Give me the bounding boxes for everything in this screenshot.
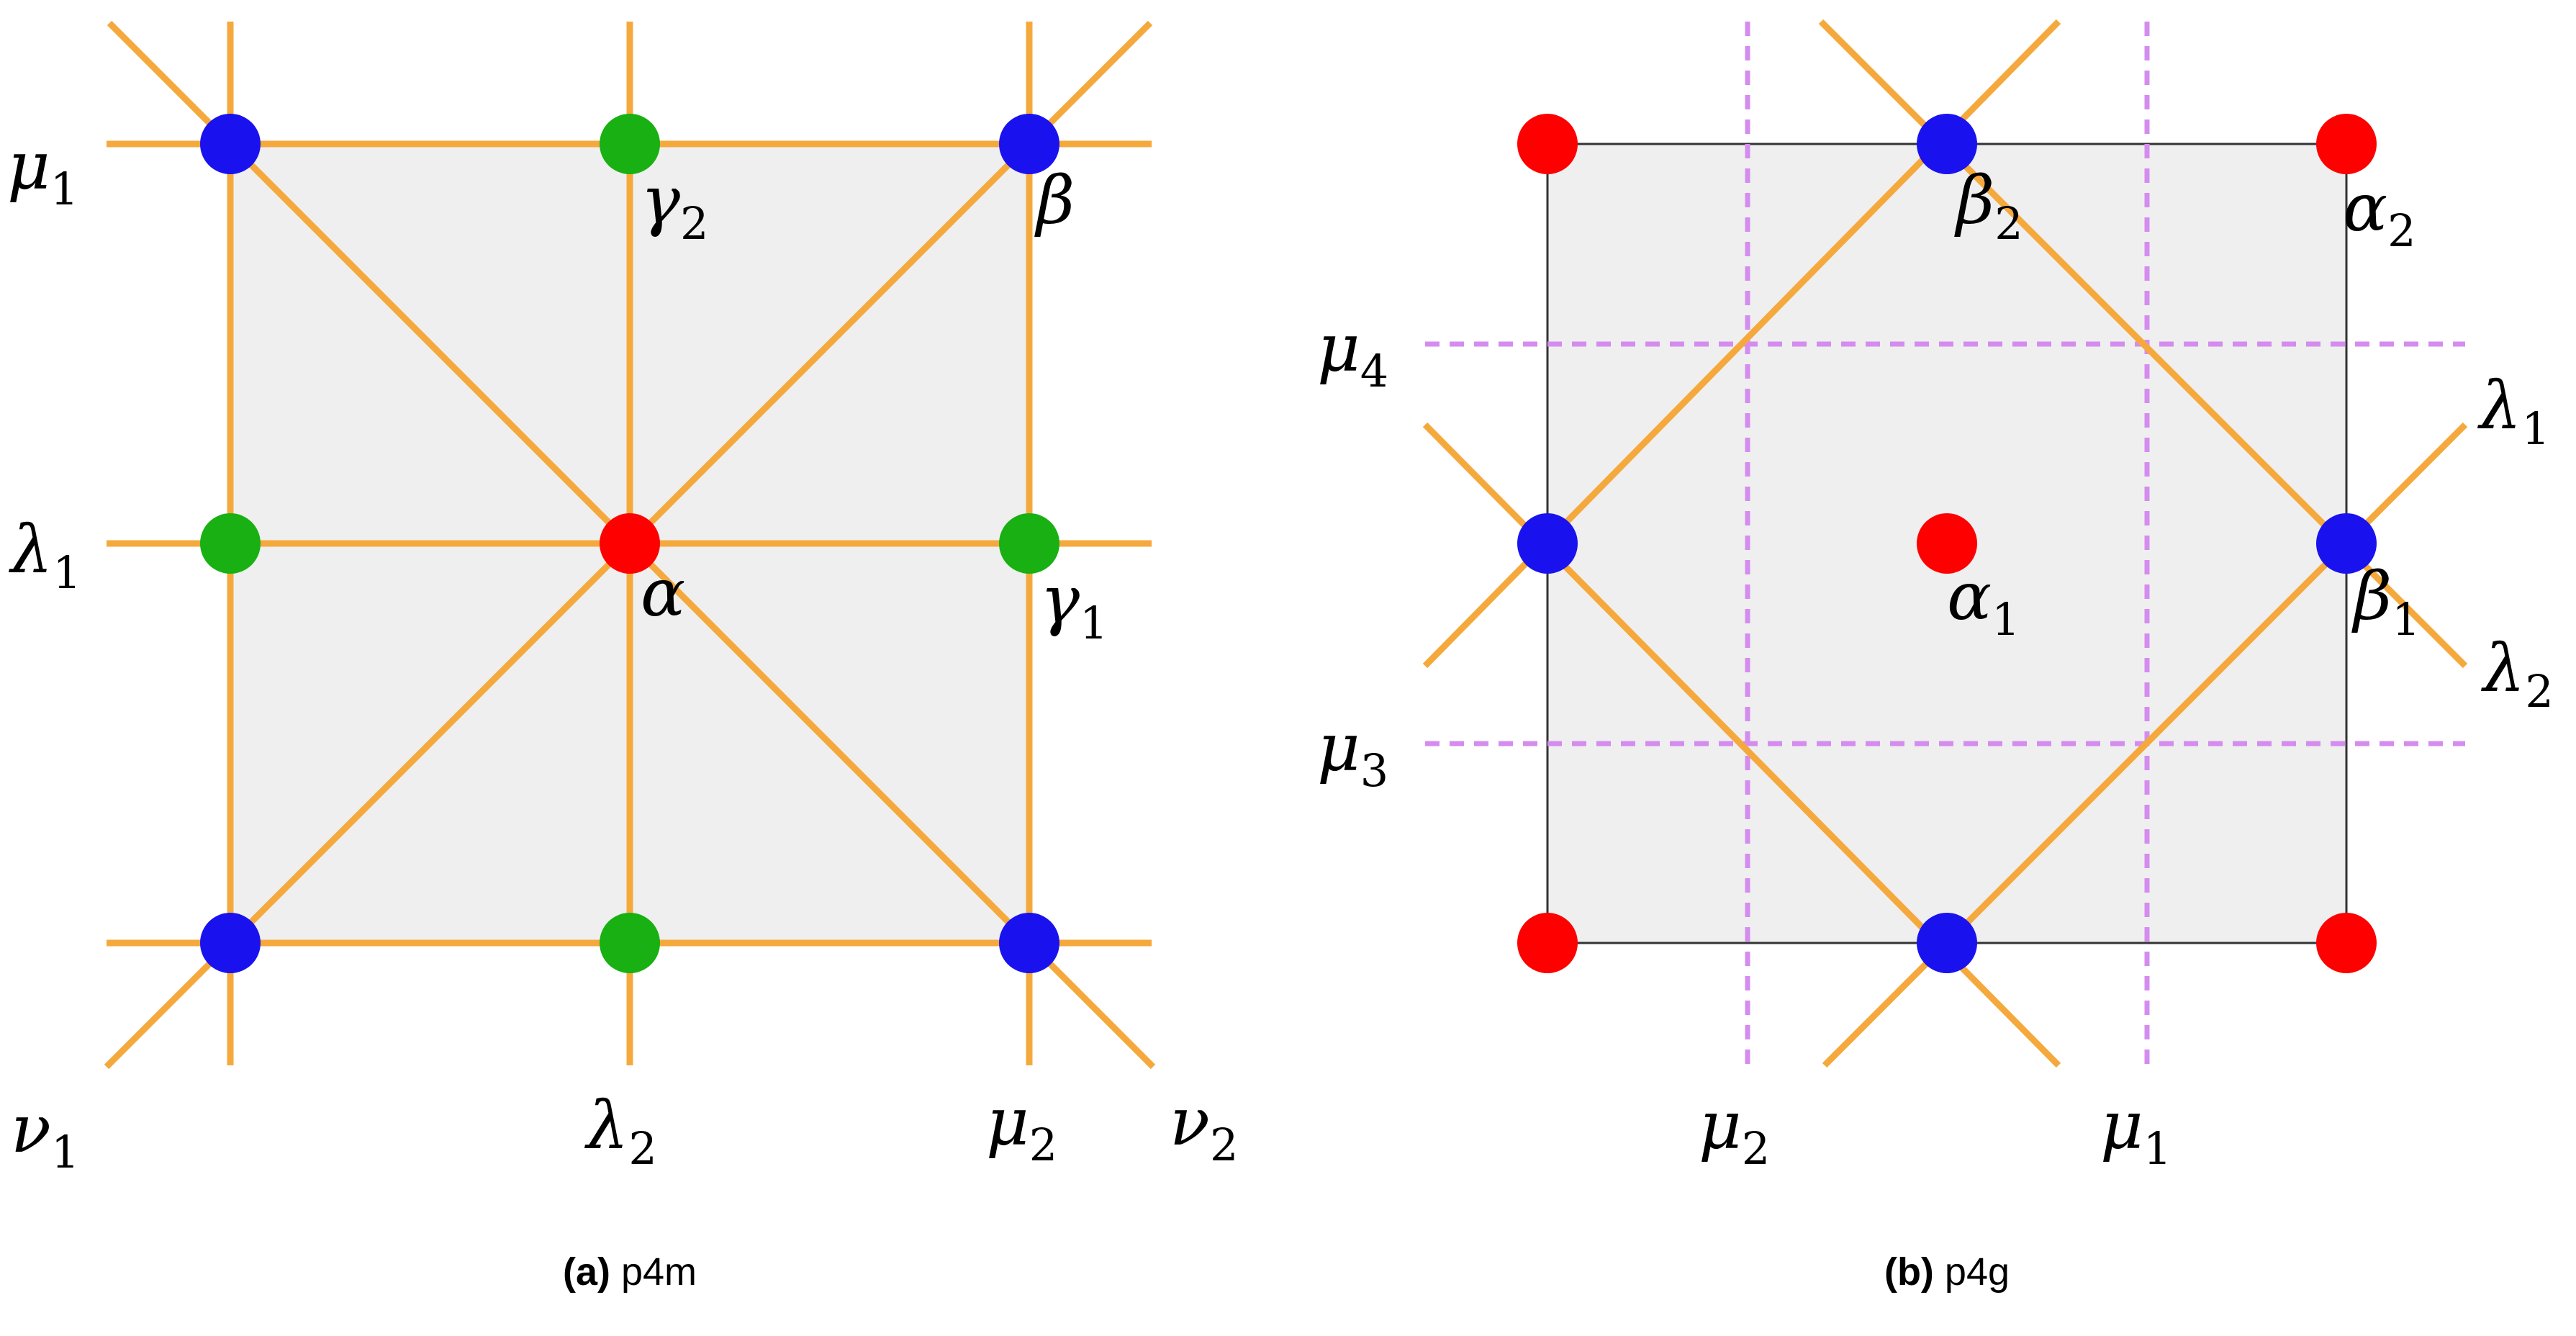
label-gamma2: γ2 xyxy=(641,162,708,250)
label-mu2: μ2 xyxy=(1699,1087,1770,1175)
panel-a-points xyxy=(200,114,1059,973)
label-lambda1: λ1 xyxy=(2477,367,2550,455)
panel-a-labels: μ1 λ1 ν1 λ2 μ2 ν2 γ2 β α γ1 xyxy=(7,127,1238,1178)
label-alpha2: α2 xyxy=(2343,169,2416,257)
panel-a-p4m: μ1 λ1 ν1 λ2 μ2 ν2 γ2 β α γ1 (a) p4m xyxy=(7,20,1238,1294)
beta2-point xyxy=(1917,913,1977,973)
label-gamma1: γ1 xyxy=(1040,561,1108,649)
label-beta: β xyxy=(1034,162,1075,239)
beta-point xyxy=(999,913,1059,973)
beta-point xyxy=(999,114,1059,174)
alpha2-point xyxy=(1517,114,1578,174)
beta-point xyxy=(200,913,261,973)
gamma2-point xyxy=(600,114,660,174)
beta1-point xyxy=(1517,513,1578,574)
alpha2-point xyxy=(2316,114,2377,174)
panel-b-caption: (b) p4g xyxy=(1884,1250,2010,1294)
gamma1-point xyxy=(200,513,261,574)
label-lambda2: λ2 xyxy=(2480,630,2554,718)
label-mu2: μ2 xyxy=(986,1083,1057,1171)
label-nu1: ν1 xyxy=(11,1091,79,1178)
panel-a-caption: (a) p4m xyxy=(563,1250,697,1294)
label-lambda2: λ2 xyxy=(584,1087,657,1175)
label-mu1: μ1 xyxy=(2100,1087,2171,1175)
alpha-point xyxy=(600,513,660,574)
panel-b-points xyxy=(1517,114,2377,973)
label-mu4: μ4 xyxy=(1317,310,1388,397)
label-mu1: μ1 xyxy=(7,127,78,215)
label-nu2: ν2 xyxy=(1170,1083,1238,1171)
label-beta1: β1 xyxy=(2351,558,2421,646)
label-alpha: α xyxy=(641,554,685,631)
label-beta2: β2 xyxy=(1954,162,2023,250)
panel-b-p4g: β2 α2 μ4 λ1 α1 β1 λ2 μ3 μ2 μ1 (b) p4g xyxy=(1317,19,2554,1294)
beta1-point xyxy=(2316,513,2377,574)
label-mu3: μ3 xyxy=(1317,709,1388,797)
label-alpha1: α1 xyxy=(1947,558,2020,646)
label-lambda1: λ1 xyxy=(8,511,81,599)
alpha1-point xyxy=(1917,513,1977,574)
alpha2-point xyxy=(2316,913,2377,973)
panel-b-labels: β2 α2 μ4 λ1 α1 β1 λ2 μ3 μ2 μ1 xyxy=(1317,162,2554,1175)
panel-b-glide-lines xyxy=(1425,22,2465,1065)
beta2-point xyxy=(1917,114,1977,174)
gamma2-point xyxy=(600,913,660,973)
gamma1-point xyxy=(999,513,1059,574)
beta-point xyxy=(200,114,261,174)
alpha2-point xyxy=(1517,913,1578,973)
